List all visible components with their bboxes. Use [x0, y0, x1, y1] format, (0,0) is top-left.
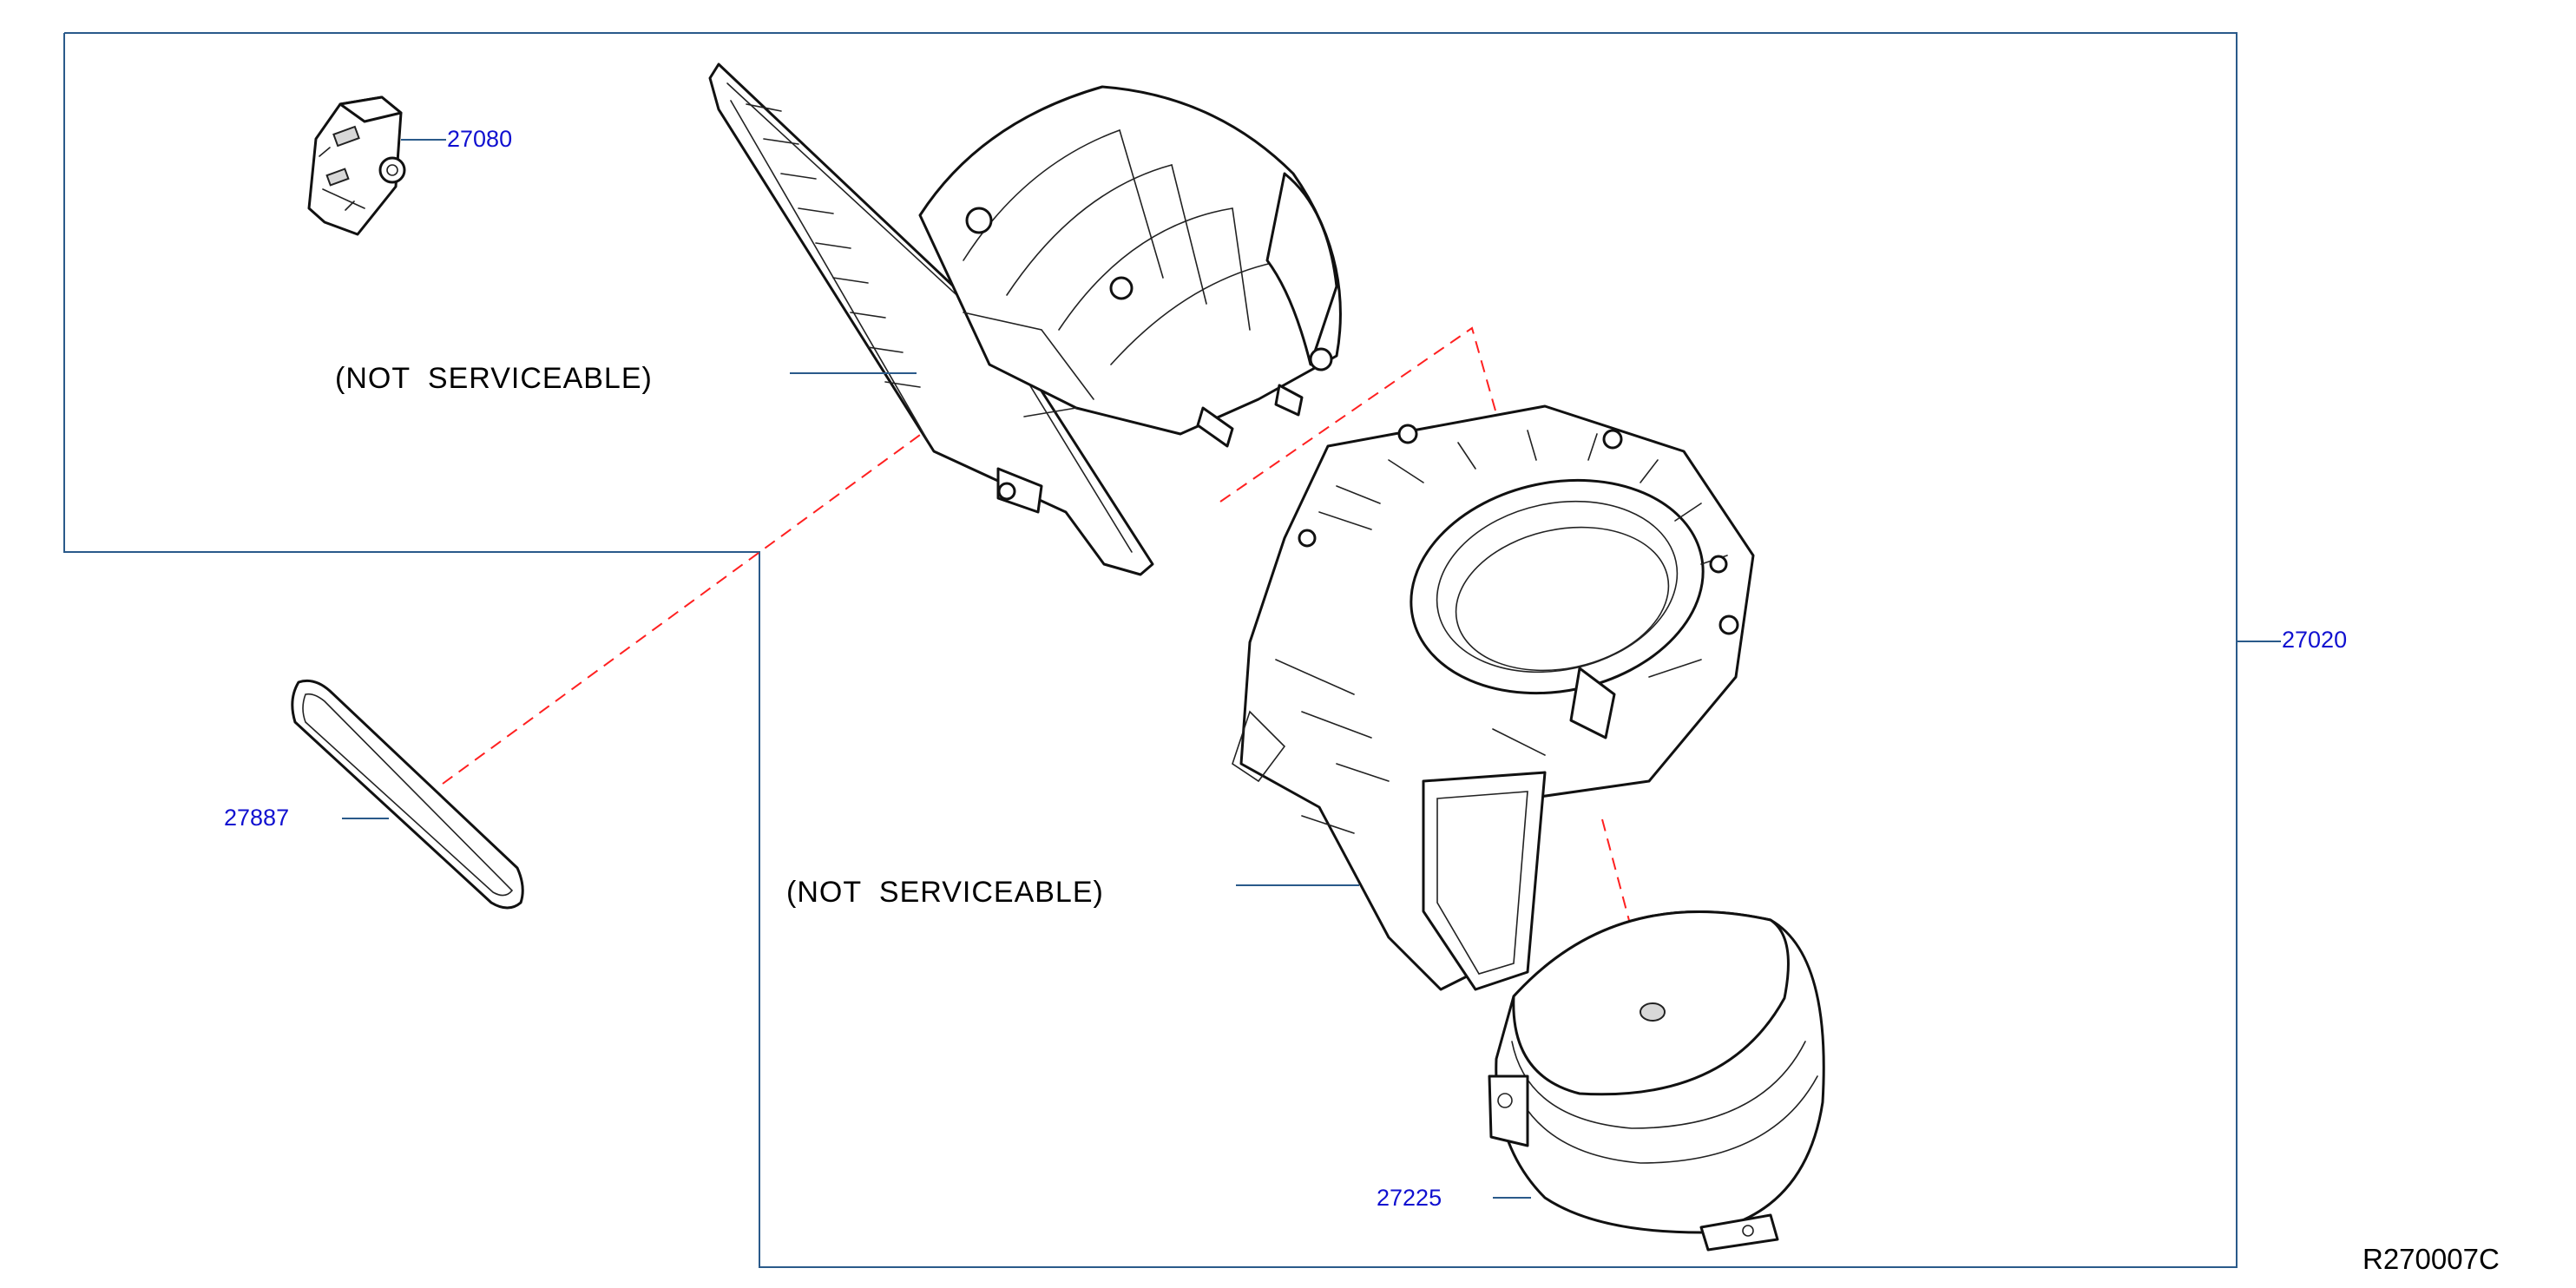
assembly-group-frame [63, 32, 2238, 1268]
intake-housing-part [708, 62, 1342, 576]
part-number-actuator[interactable]: 27080 [447, 126, 513, 152]
not-serviceable-note-upper: (NOT SERVICEABLE) [335, 362, 653, 395]
part-number-seal-gasket[interactable]: 27887 [224, 805, 290, 831]
blower-housing-part [1232, 404, 1755, 991]
seal-gasket-part [291, 679, 524, 910]
diagram-reference-code: R270007C [2362, 1243, 2500, 1275]
actuator-part [307, 95, 446, 236]
blower-motor-part [1488, 910, 1825, 1252]
part-number-blower-housing-assembly[interactable]: 27020 [2282, 627, 2348, 653]
part-number-blower-motor[interactable]: 27225 [1377, 1185, 1442, 1211]
not-serviceable-note-lower: (NOT SERVICEABLE) [786, 876, 1104, 909]
